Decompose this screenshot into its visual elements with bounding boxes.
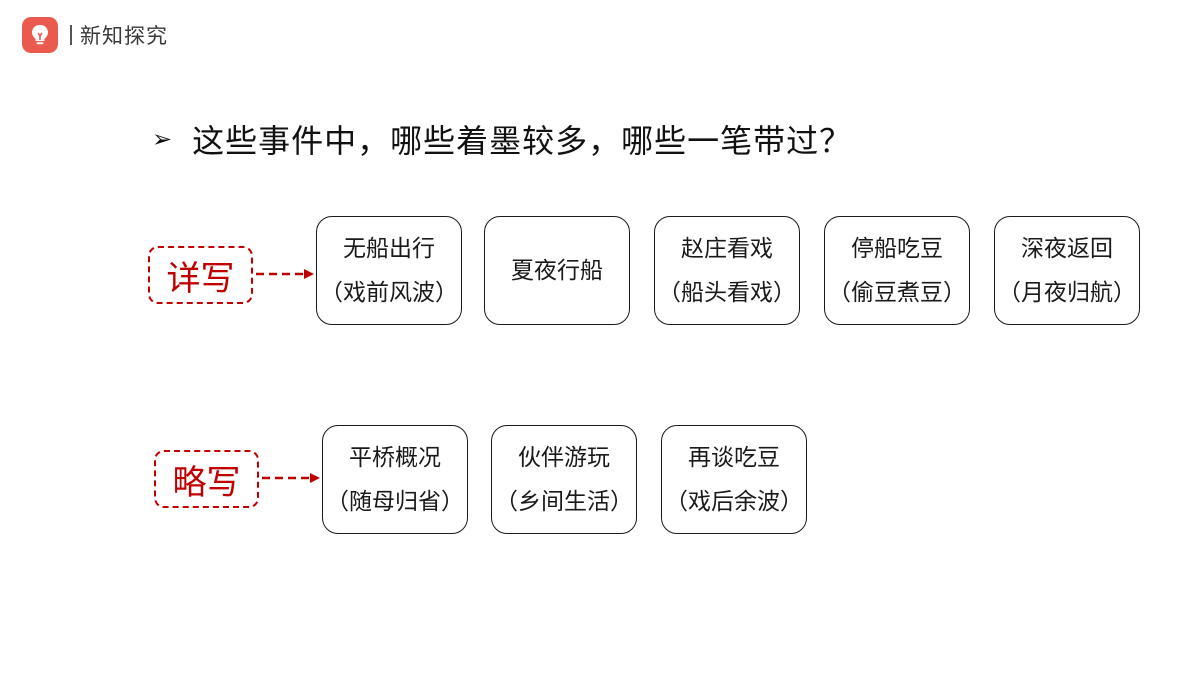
item-title: 赵庄看戏 xyxy=(681,235,773,262)
brief-item: 平桥概况 （随母归省） xyxy=(322,425,468,534)
item-subtitle: （随母归省） xyxy=(326,488,464,515)
item-title: 再谈吃豆 xyxy=(688,444,780,471)
item-title: 夏夜行船 xyxy=(511,257,603,284)
question-text: 这些事件中，哪些着墨较多，哪些一笔带过？ xyxy=(192,122,853,160)
item-subtitle: （戏后余波） xyxy=(665,488,803,515)
detailed-label: 详写 xyxy=(148,246,253,304)
bullet-arrow-icon: ➢ xyxy=(152,125,173,153)
item-title: 深夜返回 xyxy=(1021,235,1113,262)
brand-name: 新知探究 xyxy=(80,24,168,48)
brief-arrow-icon xyxy=(262,473,320,483)
item-title: 无船出行 xyxy=(343,235,435,262)
brand-header: 新知探究 xyxy=(22,16,168,54)
item-subtitle: （乡间生活） xyxy=(495,488,633,515)
item-subtitle: （偷豆煮豆） xyxy=(828,279,966,306)
item-title: 平桥概况 xyxy=(349,444,441,471)
item-subtitle: （船头看戏） xyxy=(658,279,796,306)
detailed-item: 停船吃豆 （偷豆煮豆） xyxy=(824,216,970,325)
item-subtitle: （戏前风波） xyxy=(320,279,458,306)
detailed-arrow-icon xyxy=(256,269,314,279)
brief-item: 再谈吃豆 （戏后余波） xyxy=(661,425,807,534)
brief-label: 略写 xyxy=(154,450,259,508)
detailed-item: 赵庄看戏 （船头看戏） xyxy=(654,216,800,325)
brand-separator xyxy=(70,25,72,45)
detailed-item: 夏夜行船 xyxy=(484,216,630,325)
item-title: 停船吃豆 xyxy=(851,235,943,262)
question-line: ➢ 这些事件中，哪些着墨较多，哪些一笔带过？ xyxy=(152,116,852,162)
lightbulb-icon xyxy=(22,17,58,53)
brief-item: 伙伴游玩 （乡间生活） xyxy=(491,425,637,534)
detailed-item: 无船出行 （戏前风波） xyxy=(316,216,462,325)
detailed-item: 深夜返回 （月夜归航） xyxy=(994,216,1140,325)
item-subtitle: （月夜归航） xyxy=(998,279,1136,306)
item-title: 伙伴游玩 xyxy=(518,444,610,471)
